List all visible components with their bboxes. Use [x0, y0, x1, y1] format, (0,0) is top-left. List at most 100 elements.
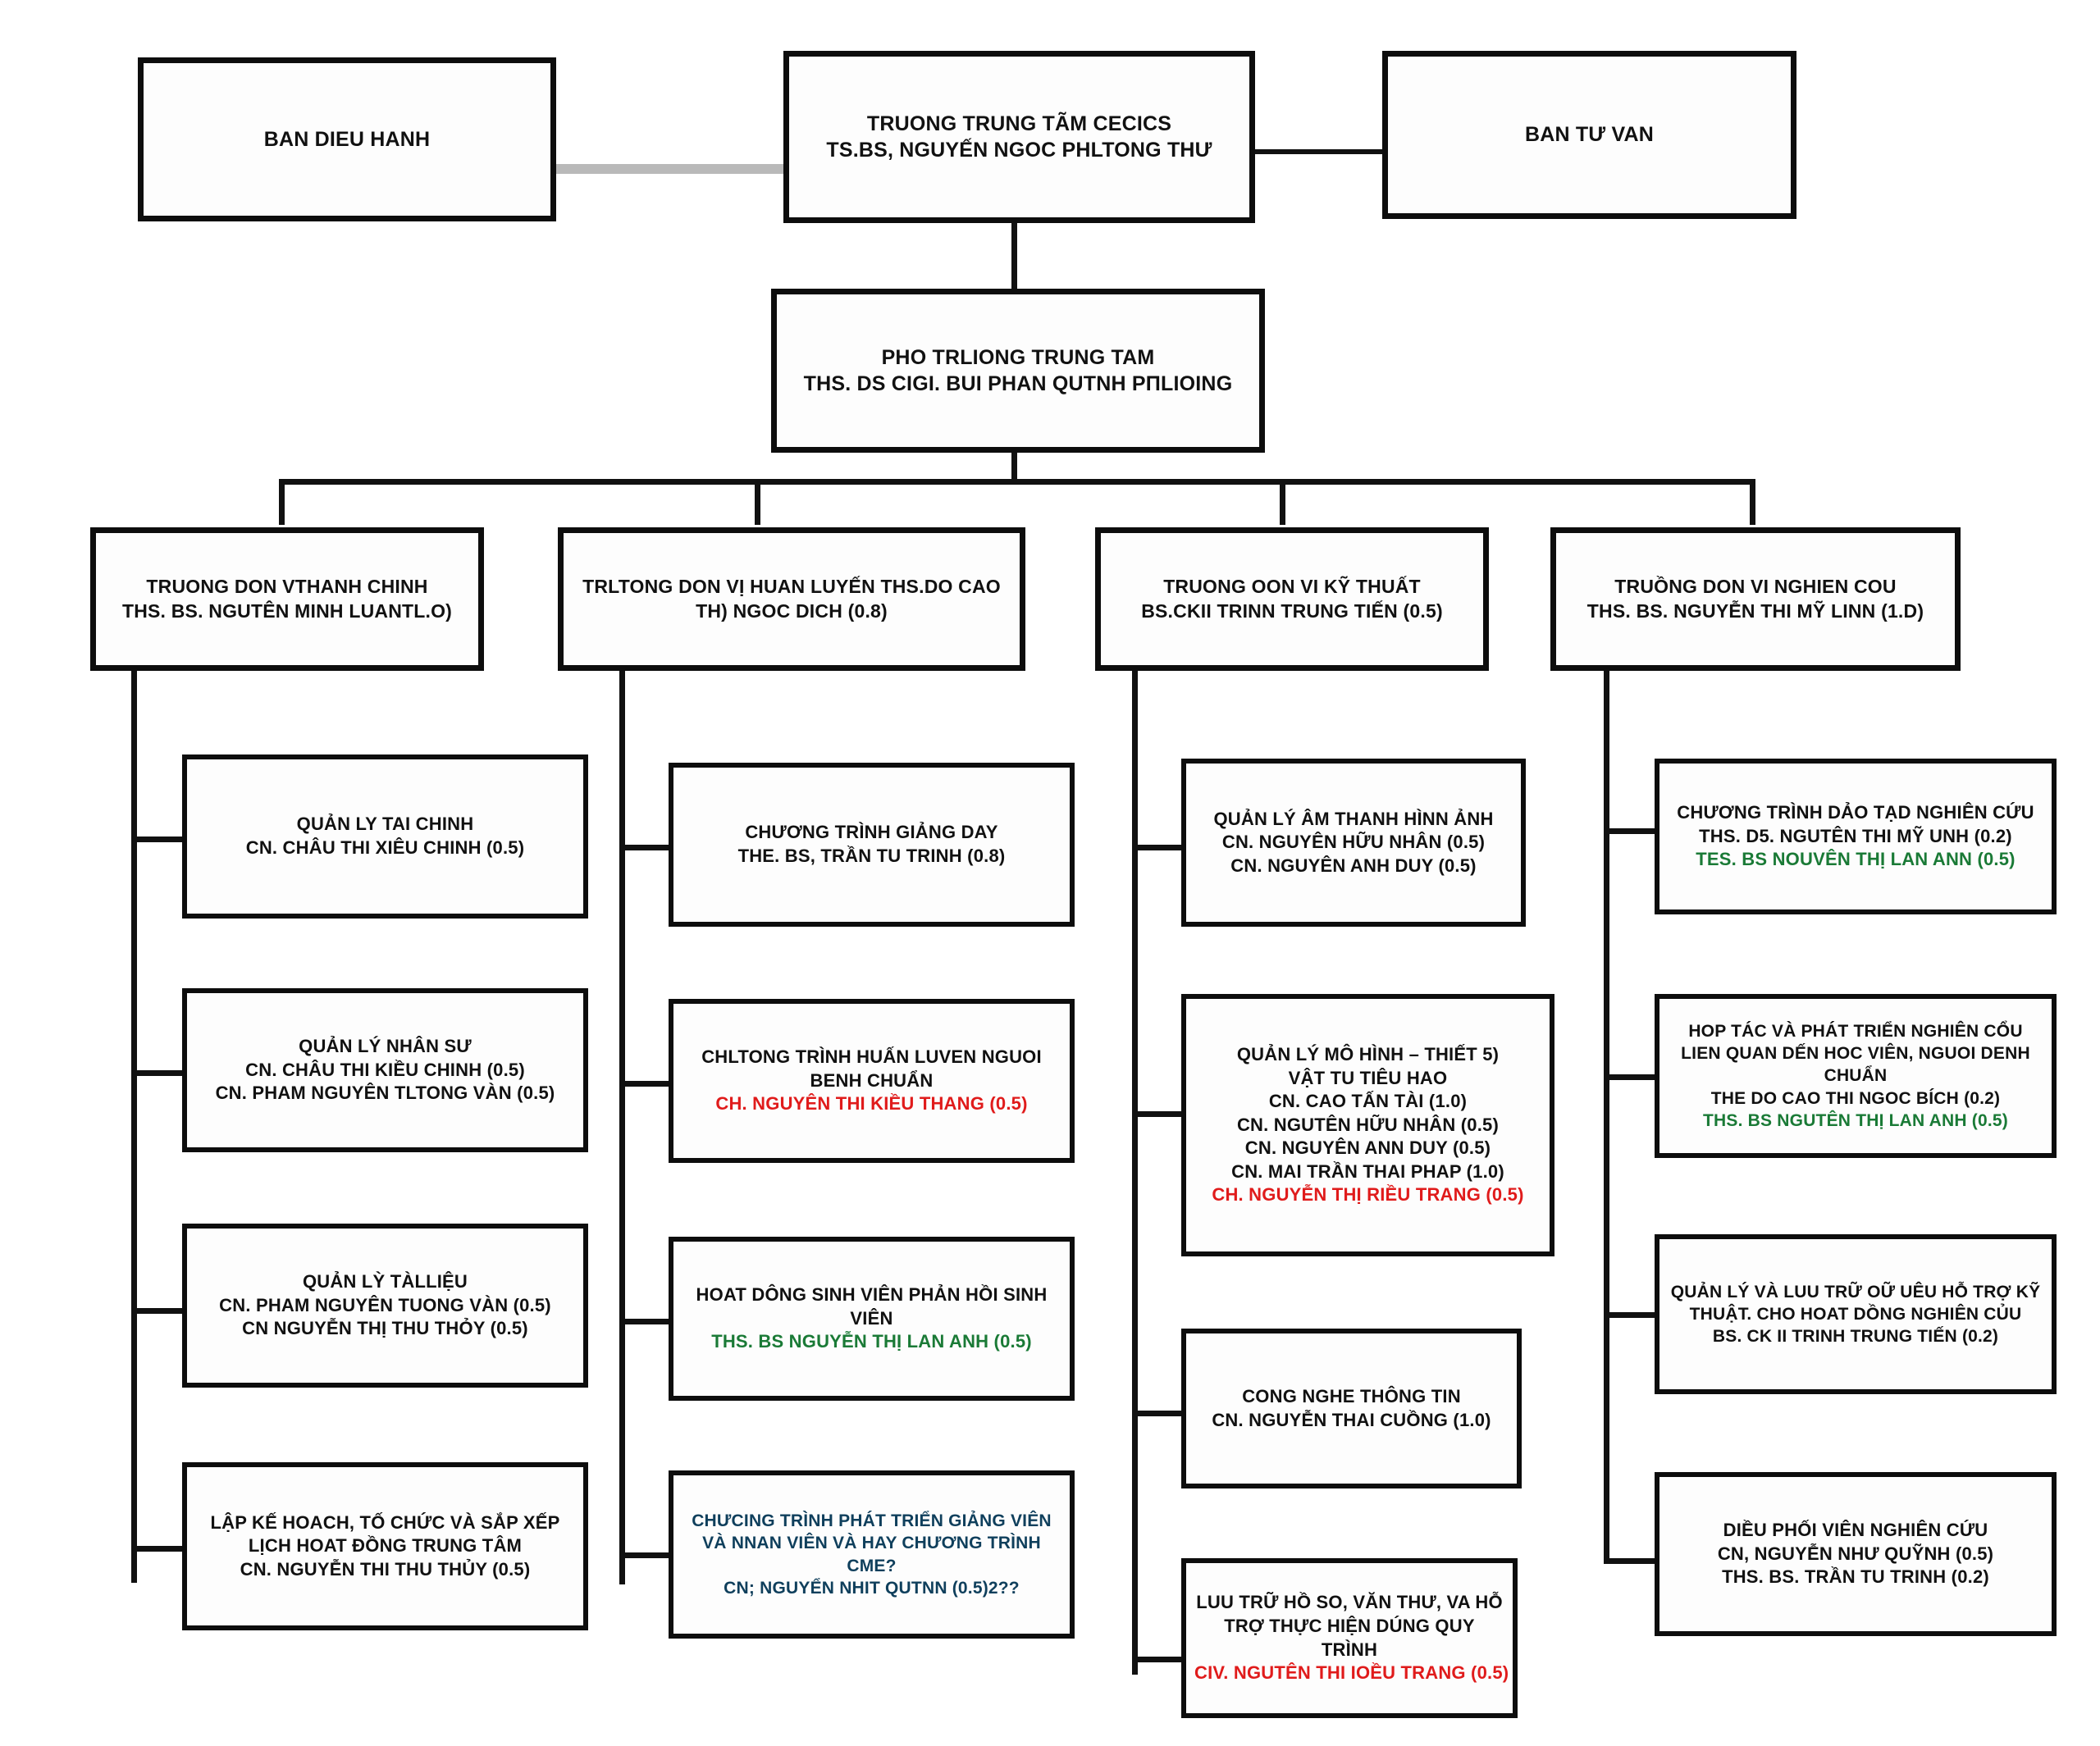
box-line: CN. NGUYÊN ANH DUY (0.5) [1230, 855, 1477, 876]
connector-drop-col-3 [1280, 479, 1285, 525]
connector-top-right [1255, 149, 1382, 154]
box-line: LUU TRỮ HỒ SO, VĂN THƯ, VA HỖ TRỢ THỰC H… [1196, 1592, 1503, 1660]
box-ban-tu-van[interactable]: BAN TƯ VAN [1382, 51, 1796, 219]
box-line: CN, NGUYỄN NHƯ QUỸNH (0.5) [1717, 1543, 1994, 1564]
box-hop-tac-phat-trien-nghien-cuu[interactable]: HOP TÁC VÀ PHÁT TRIỂN NGHIÊN CỔU LIEN QU… [1655, 994, 2057, 1158]
box-line: CONG NGHE THÔNG TIN [1242, 1385, 1461, 1406]
connector-elbow-col-3-a [1132, 845, 1181, 850]
box-line: BS. CK II TRINH TRUNG TIẾN (0.2) [1712, 1327, 1999, 1347]
box-line: QUẢN LỲ TÀLLIỆU [303, 1271, 468, 1292]
connector-elbow-col-1-d [131, 1546, 185, 1552]
box-line-highlight: CIV. NGUTÊN THI IOỀU TRANG (0.5) [1194, 1662, 1509, 1684]
connector-elbow-col-2-b [619, 1081, 673, 1087]
connector-elbow-col-2-c [619, 1319, 673, 1324]
box-line-highlight: THS. BS NGUYỄN THỊ LAN ANH (0.5) [711, 1331, 1032, 1352]
connector-spine-col-3 [1132, 666, 1138, 1675]
box-line-highlight: CH. NGUYÊN THI KIỀU THANG (0.5) [715, 1093, 1028, 1115]
connector-elbow-col-4-b [1604, 1074, 1655, 1080]
connector-elbow-col-2-a [619, 845, 673, 850]
box-line: THS. BS. NGUTÊN MINH LUANTL.O) [121, 599, 453, 622]
box-line: VẬT TU TIÊU HAO [1288, 1067, 1448, 1088]
box-line: HOAT DÔNG SINH VIÊN PHẢN HỒI SINH VIÊN [696, 1284, 1048, 1329]
box-line: DIỀU PHỐI VIÊN NGHIÊN CỨU [1723, 1520, 1988, 1541]
box-line: THS. DS CIGI. BUI PHAN QUTNH PΠLIOING [803, 372, 1233, 395]
box-line: TRUONG TRUNG TÃM CECICS [866, 112, 1172, 135]
box-line: CN. NGUYÊN HỮU NHÂN (0.5) [1221, 832, 1486, 853]
box-line: CN. NGUYỄN THAI CUỒNG (1.0) [1212, 1409, 1491, 1430]
box-ban-dieu-hanh[interactable]: BAN DIEU HANH [138, 57, 556, 221]
box-line: TS.BS, NGUYẾN NGOC PHLTONG THƯ [826, 139, 1212, 162]
box-dieu-phoi-vien-nghien-cuu[interactable]: DIỀU PHỐI VIÊN NGHIÊN CỨU CN, NGUYỄN NHƯ… [1655, 1472, 2057, 1636]
connector-deputy-bus [279, 479, 1755, 485]
box-phat-trien-giang-vien[interactable]: CHƯCING TRÌNH PHÁT TRIỂN GIẢNG VIÊN VÀ N… [669, 1470, 1075, 1639]
box-line: BS.CKII TRINN TRUNG TIẾN (0.5) [1141, 599, 1443, 622]
connector-elbow-col-4-a [1604, 828, 1655, 834]
box-line: PHO TRLIONG TRUNG TAM [881, 345, 1155, 369]
connector-elbow-col-1-a [131, 837, 185, 842]
box-chuong-trinh-giang-day[interactable]: CHƯƠNG TRÌNH GIẢNG DAY THE. BS, TRẦN TU … [669, 763, 1075, 927]
box-line-highlight: TES. BS NOUVÊN THỊ LAN ANN (0.5) [1696, 849, 2016, 870]
box-line: CN. NGUTÊN HỮU NHÂN (0.5) [1236, 1114, 1500, 1135]
connector-elbow-col-4-d [1604, 1558, 1655, 1564]
box-chuong-trinh-dao-tao-nghien-cuu[interactable]: CHƯƠNG TRÌNH DẢO TẠD NGHIÊN CỨU THS. D5.… [1655, 759, 2057, 914]
box-line: CHƯCING TRÌNH PHÁT TRIỂN GIẢNG VIÊN VÀ N… [692, 1511, 1052, 1575]
box-quan-ly-mo-hinh-thiet-bi[interactable]: QUẢN LÝ MÔ HÌNH – THIẾT 5) VẬT TU TIÊU H… [1181, 994, 1554, 1256]
box-line: CN. CHÂU THI KIỀU CHINH (0.5) [245, 1059, 525, 1080]
box-quan-ly-nhan-su[interactable]: QUẢN LÝ NHÂN SƯ CN. CHÂU THI KIỀU CHINH … [182, 988, 588, 1152]
connector-elbow-col-3-d [1132, 1657, 1181, 1662]
connector-elbow-col-3-c [1132, 1411, 1181, 1416]
box-pho-truong-trung-tam[interactable]: PHO TRLIONG TRUNG TAM THS. DS CIGI. BUI … [771, 289, 1265, 453]
box-line: TRUỒNG DON VI NGHIEN COU [1614, 575, 1897, 597]
box-line: HOP TÁC VÀ PHÁT TRIỂN NGHIÊN CỔU LIEN QU… [1681, 1021, 2030, 1086]
box-line: QUẢN LÝ MÔ HÌNH – THIẾT 5) [1236, 1043, 1500, 1064]
connector-elbow-col-1-c [131, 1308, 185, 1314]
box-line: CN. PHAM NGUYÊN TUONG VÀN (0.5) [219, 1294, 551, 1315]
box-line-highlight: CH. NGUYỄN THỊ RIỀU TRANG (0.5) [1212, 1184, 1524, 1206]
box-line-highlight: CN; NGUYỂN NHIT QUTNN (0.5)2?? [724, 1578, 1020, 1598]
box-line: CN. NGUYÊN ANN DUY (0.5) [1244, 1137, 1491, 1159]
box-luu-tru-ho-so[interactable]: LUU TRỮ HỒ SO, VĂN THƯ, VA HỖ TRỢ THỰC H… [1181, 1558, 1518, 1718]
box-line: CN. NGUYỄN THI THU THỦY (0.5) [240, 1558, 531, 1580]
box-quan-ly-am-thanh-hinh-anh[interactable]: QUẢN LÝ ÂM THANH HÌNN ẢNH CN. NGUYÊN HỮU… [1181, 759, 1526, 927]
box-quan-ly-luu-tru-du-lieu[interactable]: QUẢN LÝ VÀ LUU TRỮ OỮ UÊU HỖ TRỢ KỸ THUẬ… [1655, 1234, 2057, 1394]
box-line: THS. BS. TRẦN TU TRINH (0.2) [1722, 1566, 1989, 1588]
box-line: THS. D5. NGUTÊN THI MỸ UNH (0.2) [1699, 825, 2012, 846]
box-line: CN. CHÂU THI XIÊU CHINH (0.5) [245, 837, 525, 858]
box-cong-nghe-thong-tin[interactable]: CONG NGHE THÔNG TIN CN. NGUYỄN THAI CUỒN… [1181, 1329, 1522, 1488]
box-quan-ly-tai-lieu[interactable]: QUẢN LỲ TÀLLIỆU CN. PHAM NGUYÊN TUONG VÀ… [182, 1224, 588, 1388]
box-line: THS. BS. NGUYỄN THI MỸ LINN (1.D) [1586, 599, 1924, 622]
box-truong-trung-tam[interactable]: TRUONG TRUNG TÃM CECICS TS.BS, NGUYẾN NG… [783, 51, 1255, 223]
connector-headdrop-col-1 [131, 666, 137, 677]
box-line: CN. CAO TẤN TÀI (1.0) [1268, 1091, 1468, 1112]
box-line: TRLTONG DON VỊ HUAN LUYẾN THS.DO CAO TH)… [582, 575, 1001, 622]
box-line: CN. MAI TRẦN THAI PHAP (1.0) [1231, 1160, 1504, 1182]
box-line: TRUONG DON VTHANH CHINH [146, 575, 428, 597]
box-hoat-dong-sinh-vien[interactable]: HOAT DÔNG SINH VIÊN PHẢN HỒI SINH VIÊN T… [669, 1237, 1075, 1401]
box-head-hanh-chinh[interactable]: TRUONG DON VTHANH CHINH THS. BS. NGUTÊN … [90, 527, 484, 671]
box-line: LẬP KẾ HOACH, TỐ CHỨC VÀ SẮP XẾP LỊCH HO… [210, 1511, 560, 1557]
box-line: QUẢN LÝ ÂM THANH HÌNN ẢNH [1213, 808, 1494, 829]
box-head-huan-luyen[interactable]: TRLTONG DON VỊ HUAN LUYẾN THS.DO CAO TH)… [558, 527, 1025, 671]
box-line: CN NGUYỄN THỊ THU THỎY (0.5) [242, 1318, 528, 1339]
box-quan-ly-tai-chinh[interactable]: QUẢN LY TAI CHINH CN. CHÂU THI XIÊU CHIN… [182, 754, 588, 919]
connector-elbow-col-3-b [1132, 1111, 1181, 1117]
connector-spine-col-2 [619, 666, 625, 1584]
box-line: BAN TƯ VAN [1525, 123, 1654, 147]
box-line: THE. BS, TRẦN TU TRINH (0.8) [737, 846, 1006, 866]
box-line: CHƯƠNG TRÌNH DẢO TẠD NGHIÊN CỨU [1677, 802, 2034, 823]
connector-spine-col-4 [1604, 666, 1609, 1564]
box-line: QUẢN LÝ VÀ LUU TRỮ OỮ UÊU HỖ TRỢ KỸ THUẬ… [1670, 1282, 2041, 1324]
connector-center-deputy [1011, 220, 1017, 294]
box-lap-ke-hoach[interactable]: LẬP KẾ HOACH, TỐ CHỨC VÀ SẮP XẾP LỊCH HO… [182, 1462, 588, 1630]
box-head-ky-thuat[interactable]: TRUONG OON VI KỸ THUẤT BS.CKII TRINN TRU… [1095, 527, 1489, 671]
connector-top-left [541, 164, 783, 174]
box-line: CHLTONG TRÌNH HUẤN LUVEN NGUOI BENH CHUẨ… [701, 1046, 1042, 1091]
connector-drop-col-4 [1750, 479, 1755, 525]
box-line: TRUONG OON VI KỸ THUẤT [1163, 575, 1421, 597]
connector-spine-col-1 [131, 672, 137, 1583]
box-head-nghien-cuu[interactable]: TRUỒNG DON VI NGHIEN COU THS. BS. NGUYỄN… [1550, 527, 1961, 671]
box-line: THE DO CAO THI NGOC BÍCH (0.2) [1710, 1088, 2001, 1108]
connector-drop-col-1 [279, 479, 285, 525]
box-huan-luyen-nguoi-benh-chuan[interactable]: CHLTONG TRÌNH HUẤN LUVEN NGUOI BENH CHUẨ… [669, 999, 1075, 1163]
